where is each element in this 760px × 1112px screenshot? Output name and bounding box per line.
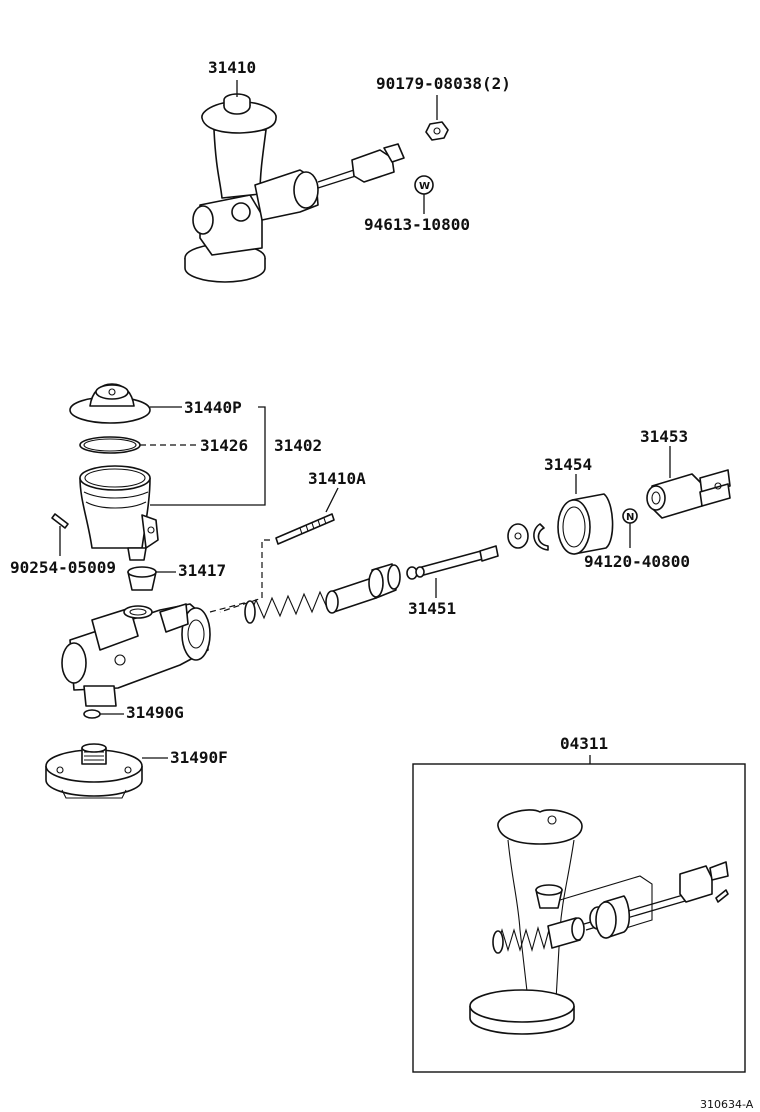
label-31490G: 31490G: [126, 703, 184, 722]
svg-text:W: W: [419, 181, 430, 192]
piston: [325, 563, 401, 614]
label-90179-08038: 90179-08038(2): [376, 74, 511, 93]
return-spring: [244, 589, 337, 624]
repair-kit-box: [412, 763, 746, 1073]
label-94120-40800: 94120-40800: [584, 552, 690, 571]
mounting-flange: [45, 743, 143, 799]
label-94613-10800: 94613-10800: [364, 215, 470, 234]
label-31490F: 31490F: [170, 748, 228, 767]
label-04311: 04311: [560, 734, 608, 753]
label-31417: 31417: [178, 561, 226, 580]
label-31440P: 31440P: [184, 398, 242, 417]
o-ring: [83, 709, 101, 719]
drawing-code: 310634-A: [700, 1098, 754, 1111]
spring-pin: [51, 513, 69, 529]
nut-icon: [425, 121, 449, 141]
clevis: [646, 469, 731, 519]
label-31410: 31410: [208, 58, 256, 77]
master-cylinder-assembly: [184, 93, 405, 283]
repair-kit-illustration: [469, 809, 729, 1035]
push-rod: [415, 545, 499, 578]
nut-mark-icon: N: [622, 508, 638, 524]
label-31402: 31402: [274, 436, 322, 455]
svg-text:N: N: [626, 512, 634, 523]
stud-bolt: [275, 513, 335, 545]
label-31426: 31426: [200, 436, 248, 455]
dust-boot: [557, 493, 614, 555]
label-31453: 31453: [640, 427, 688, 446]
reservoir-tank: [79, 465, 159, 561]
washer-mark-icon: W: [414, 175, 434, 195]
cylinder-body: [61, 603, 211, 707]
grommet: [127, 566, 157, 591]
label-31451: 31451: [408, 599, 456, 618]
reservoir-cap: [69, 383, 151, 424]
label-31454: 31454: [544, 455, 592, 474]
washer: [507, 523, 529, 549]
label-31410A: 31410A: [308, 469, 366, 488]
snap-ring: [533, 523, 549, 551]
label-90254-05009: 90254-05009: [10, 558, 116, 577]
